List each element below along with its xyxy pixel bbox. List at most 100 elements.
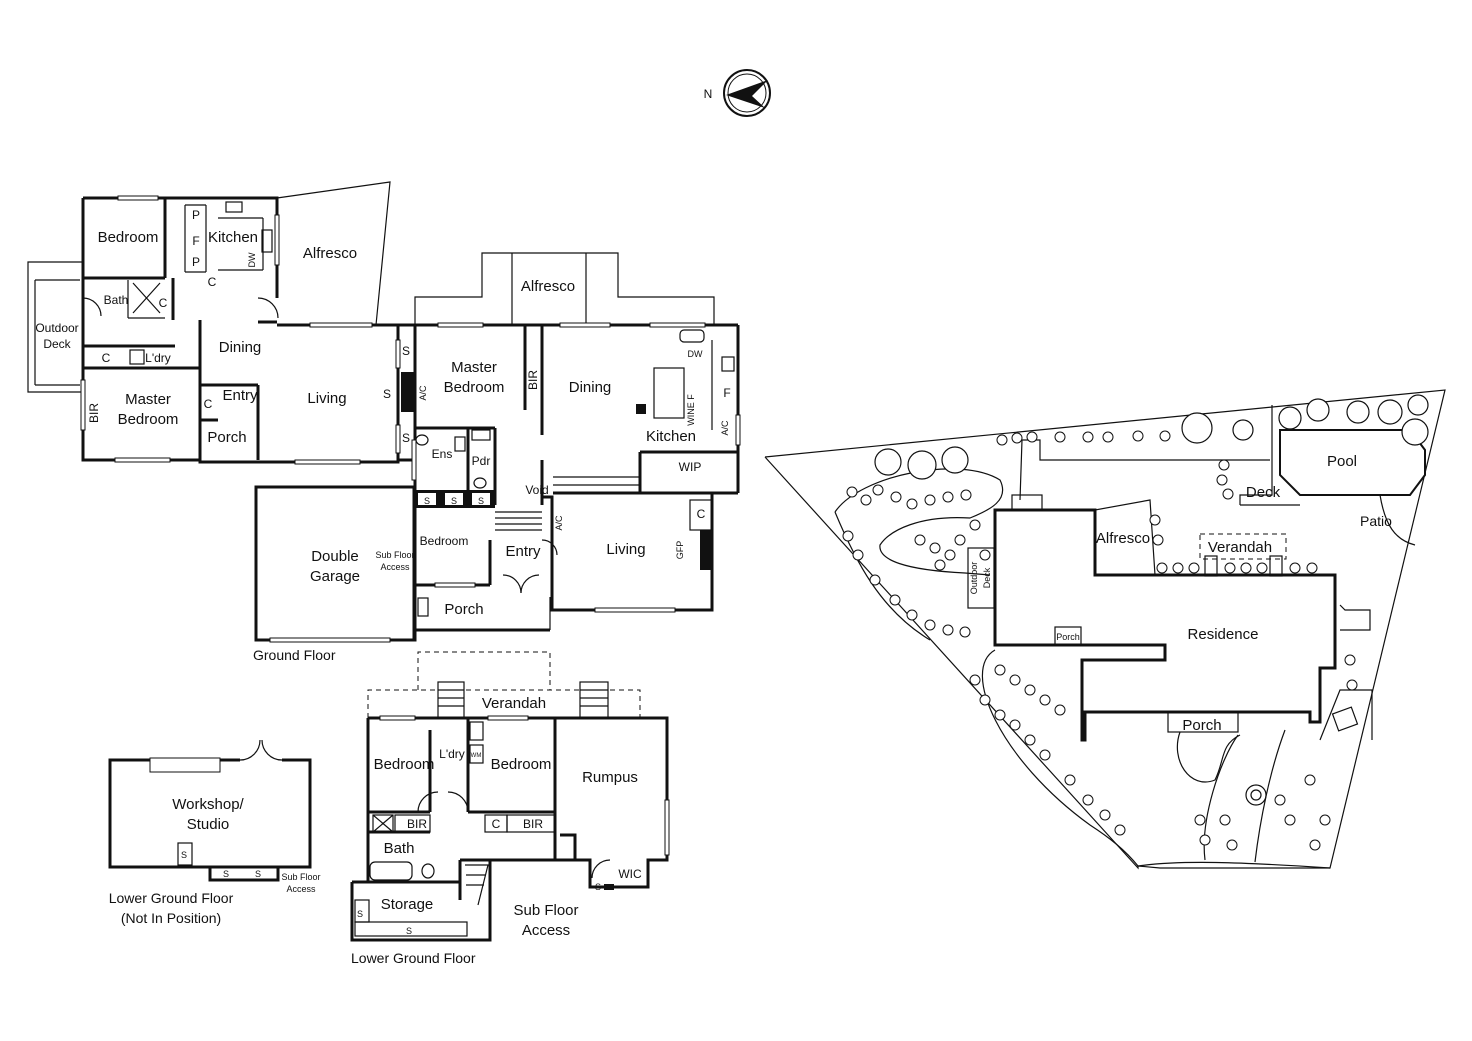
storage-label: S [424, 496, 430, 506]
sub-floor-access-label: Sub Floor [281, 872, 320, 882]
room-label-master-bedroom: Bedroom [444, 379, 505, 396]
site-label-porch: Porch [1056, 632, 1080, 642]
cupboard-label: C [204, 397, 213, 411]
room-label-porch: Porch [207, 429, 246, 446]
built-in-robe-label: BIR [523, 817, 543, 831]
room-label-living: Living [606, 541, 645, 558]
room-label-bath: Bath [384, 840, 415, 857]
gas-fireplace-label: GFP [675, 541, 685, 560]
site-label-residence: Residence [1188, 626, 1259, 643]
compass-north-label: N [704, 87, 713, 101]
room-label-bedroom: Bedroom [491, 756, 552, 773]
room-label-dining: Dining [219, 339, 262, 356]
wine-fridge-label: WINE F [686, 394, 696, 426]
room-label-double-garage: Double [311, 548, 359, 565]
pantry-label: P [192, 255, 200, 269]
storage-label: S [181, 850, 187, 860]
site-label-outdoor-deck: Deck [982, 567, 992, 588]
site-label-outdoor-deck: Outdoor [969, 562, 979, 595]
site-plan [764, 389, 1446, 870]
room-label-ensuite: Ens [432, 447, 453, 461]
air-con-label: A/C [418, 385, 428, 401]
room-label-living: Living [307, 390, 346, 407]
landscaping-shrubs [842, 430, 1358, 851]
sub-floor-access-label: Access [380, 562, 410, 572]
dishwasher-label: DW [247, 252, 257, 267]
room-label-dining: Dining [569, 379, 612, 396]
room-label-workshop: Workshop/ [172, 796, 244, 813]
room-label-verandah: Verandah [482, 695, 546, 712]
workshop-caption: Lower Ground Floor [109, 890, 234, 906]
lower-ground-floor-caption: Lower Ground Floor [351, 950, 476, 966]
workshop-studio-plan [108, 739, 312, 882]
room-label-walk-in-pantry: WIP [679, 460, 702, 474]
room-label-porch: Porch [444, 601, 483, 618]
room-label-void: Void [525, 483, 548, 497]
built-in-robe-label: BIR [407, 817, 427, 831]
air-con-label: A/C [720, 420, 730, 436]
room-label-master-bedroom: Master [451, 359, 497, 376]
storage-label: S [402, 344, 410, 358]
storage-label: S [223, 869, 229, 879]
storage-label: S [478, 496, 484, 506]
room-label-entry: Entry [505, 543, 541, 560]
room-label-outdoor-deck: Outdoor [35, 321, 78, 335]
site-label-porch: Porch [1182, 717, 1221, 734]
storage-label: S [402, 431, 410, 445]
landscaping-trees [874, 394, 1429, 480]
cupboard-label: C [697, 507, 706, 521]
lower-ground-floor [350, 651, 670, 942]
ground-floor-west-wing [27, 181, 415, 465]
room-label-bath: Bath [104, 293, 129, 307]
sub-floor-access-label: Sub Floor [513, 902, 578, 919]
site-label-alfresco: Alfresco [1096, 530, 1150, 547]
sub-floor-access-label: Access [286, 884, 316, 894]
air-con-label: A/C [554, 515, 564, 531]
room-label-entry: Entry [222, 387, 258, 404]
dishwasher-label: DW [688, 349, 703, 359]
storage-label: S [357, 909, 363, 919]
sub-floor-access-label: Access [522, 922, 570, 939]
built-in-robe-label: BIR [87, 403, 101, 423]
sub-floor-access-label: Sub Floor [375, 550, 414, 560]
workshop-caption-note: (Not In Position) [121, 910, 221, 926]
room-label-bedroom: Bedroom [98, 229, 159, 246]
cupboard-label: C [492, 817, 501, 831]
built-in-robe-label: BIR [526, 370, 540, 390]
room-label-kitchen: Kitchen [208, 229, 258, 246]
ground-floor-east-wing [254, 252, 741, 643]
site-label-verandah: Verandah [1208, 539, 1272, 556]
room-label-kitchen: Kitchen [646, 428, 696, 445]
room-label-outdoor-deck: Deck [43, 337, 71, 351]
room-label-laundry: L'dry [145, 351, 171, 365]
ground-floor-caption: Ground Floor [253, 647, 336, 663]
fridge-label: F [192, 234, 199, 248]
room-label-master-bedroom: Bedroom [118, 411, 179, 428]
site-label-patio: Patio [1360, 513, 1392, 529]
room-label-walk-in-closet: WIC [618, 867, 642, 881]
room-label-laundry: L'dry [439, 747, 465, 761]
room-label-studio: Studio [187, 816, 230, 833]
storage-label: S [255, 869, 261, 879]
site-label-deck: Deck [1246, 484, 1281, 501]
room-label-bedroom: Bedroom [420, 534, 469, 548]
cupboard-label: C [208, 275, 217, 289]
room-label-storage: Storage [381, 896, 434, 913]
room-label-double-garage: Garage [310, 568, 360, 585]
north-compass-icon: N [704, 69, 771, 117]
room-label-bedroom: Bedroom [374, 756, 435, 773]
storage-label: S [595, 882, 601, 892]
cupboard-label: C [102, 351, 111, 365]
site-label-pool: Pool [1327, 453, 1357, 470]
cupboard-label: C [159, 296, 168, 310]
room-label-alfresco: Alfresco [303, 245, 357, 262]
washing-machine-label: WM [471, 753, 482, 759]
room-label-rumpus: Rumpus [582, 769, 638, 786]
room-label-alfresco: Alfresco [521, 278, 575, 295]
storage-label: S [406, 926, 412, 936]
room-label-master-bedroom: Master [125, 391, 171, 408]
pantry-label: P [192, 208, 200, 222]
storage-label: S [383, 387, 391, 401]
